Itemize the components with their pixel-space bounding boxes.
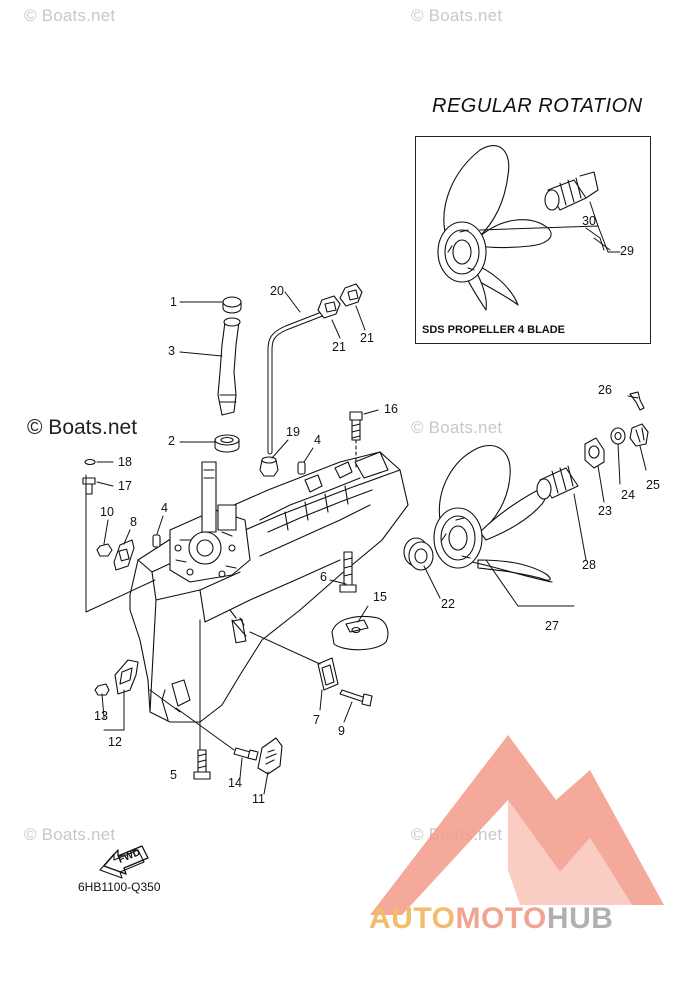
callout-12: 12 bbox=[108, 735, 122, 749]
inset-propeller bbox=[437, 145, 611, 311]
callout-4b: 4 bbox=[161, 501, 168, 515]
watermark-top-right: © Boats.net bbox=[411, 6, 503, 25]
callout-16: 16 bbox=[384, 402, 398, 416]
leader-lines bbox=[85, 201, 647, 795]
callout-21b: 21 bbox=[360, 331, 374, 345]
callout-25: 25 bbox=[646, 478, 660, 492]
diagram-code: 6HB1100-Q350 bbox=[78, 880, 161, 894]
callout-20: 20 bbox=[270, 284, 284, 298]
watermark-bottom-left: © Boats.net bbox=[24, 825, 116, 844]
callout-21a: 21 bbox=[332, 340, 346, 354]
callout-13: 13 bbox=[94, 709, 108, 723]
callout-7: 7 bbox=[313, 713, 320, 727]
lower-unit-housing bbox=[129, 451, 409, 723]
watermark-left-dark: © Boats.net bbox=[27, 416, 138, 439]
callout-11: 11 bbox=[252, 792, 265, 806]
inset-label: SDS PROPELLER 4 BLADE bbox=[422, 324, 566, 336]
automotohub-logo-mark bbox=[370, 735, 664, 915]
callout-10: 10 bbox=[100, 505, 114, 519]
callout-24: 24 bbox=[621, 488, 635, 502]
callout-15: 15 bbox=[373, 590, 387, 604]
callout-30: 30 bbox=[582, 214, 596, 228]
callout-29: 29 bbox=[620, 244, 634, 258]
callout-8: 8 bbox=[130, 515, 137, 529]
watermark-top-left: © Boats.net bbox=[24, 6, 116, 25]
logo-part-hub: HUB bbox=[546, 902, 614, 935]
automotohub-logo-text: AUTOMOTOHUB bbox=[369, 902, 613, 936]
callout-18: 18 bbox=[118, 455, 132, 469]
logo-part-auto: AUTO bbox=[369, 902, 456, 935]
fwd-arrow-icon bbox=[99, 845, 149, 879]
callout-5: 5 bbox=[170, 768, 177, 782]
callout-23: 23 bbox=[598, 504, 612, 518]
callout-9: 9 bbox=[338, 724, 345, 738]
watermark-mid-right: © Boats.net bbox=[411, 418, 503, 437]
logo-part-moto: MOTO bbox=[455, 902, 547, 935]
callout-17: 17 bbox=[118, 479, 132, 493]
diagram-title: REGULAR ROTATION bbox=[432, 95, 643, 117]
small-parts bbox=[82, 283, 389, 780]
callout-1: 1 bbox=[170, 295, 177, 309]
callout-19: 19 bbox=[286, 425, 300, 439]
callout-22: 22 bbox=[441, 597, 455, 611]
callout-4a: 4 bbox=[314, 433, 321, 447]
callout-26: 26 bbox=[598, 383, 612, 397]
callout-6: 6 bbox=[320, 570, 327, 584]
callout-3: 3 bbox=[168, 344, 175, 358]
main-propeller bbox=[403, 391, 649, 583]
inset-box: SDS PROPELLER 4 BLADE bbox=[415, 136, 651, 344]
callout-27: 27 bbox=[545, 619, 559, 633]
callout-28: 28 bbox=[582, 558, 596, 572]
callout-14: 14 bbox=[228, 776, 242, 790]
callout-2: 2 bbox=[168, 434, 175, 448]
